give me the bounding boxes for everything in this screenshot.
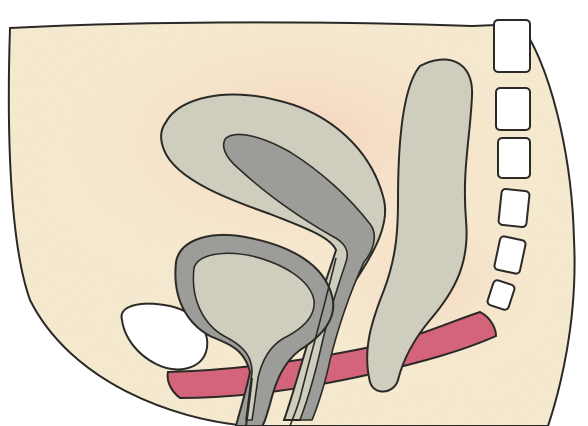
- vertebra: [494, 236, 527, 275]
- vertebra: [496, 88, 530, 130]
- vertebra: [498, 189, 530, 228]
- vertebra: [498, 138, 530, 178]
- vertebra: [494, 20, 530, 72]
